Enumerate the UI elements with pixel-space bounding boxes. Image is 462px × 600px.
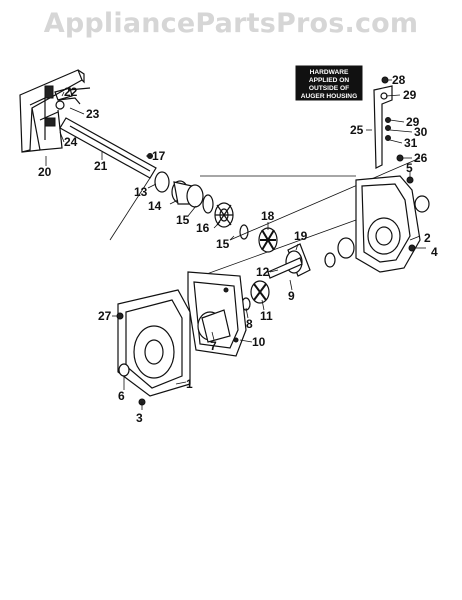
left-housing xyxy=(116,289,231,406)
note-line-2: APPLIED ON xyxy=(309,77,350,84)
support-rod xyxy=(147,76,404,169)
callout-19: 19 xyxy=(294,229,308,243)
note-line-3: OUTSIDE OF xyxy=(309,85,349,92)
callout-16: 16 xyxy=(196,221,210,235)
callout-17: 17 xyxy=(152,149,166,163)
callout-22: 22 xyxy=(64,85,78,99)
callout-3: 3 xyxy=(136,411,143,425)
shaft xyxy=(59,117,157,179)
watermark: AppliancePartsPros.com xyxy=(43,8,419,39)
leader-lines xyxy=(45,79,426,410)
callout-30: 30 xyxy=(414,125,428,139)
bearing-stack xyxy=(154,171,249,240)
callout-14: 14 xyxy=(148,199,162,213)
callout-9: 9 xyxy=(288,289,295,303)
callout-21: 21 xyxy=(94,159,108,173)
callout-labels: 1 2 3 4 5 6 7 8 9 10 11 12 13 14 15 15 1… xyxy=(38,73,438,425)
callout-10: 10 xyxy=(252,335,266,349)
callout-18: 18 xyxy=(261,209,275,223)
callout-13: 13 xyxy=(134,185,148,199)
callout-26: 26 xyxy=(414,151,428,165)
callout-28: 28 xyxy=(392,73,406,87)
callout-25: 25 xyxy=(350,123,364,137)
callout-23: 23 xyxy=(86,107,100,121)
callout-4: 4 xyxy=(431,245,438,259)
callout-1: 1 xyxy=(186,377,193,391)
callout-20: 20 xyxy=(38,165,52,179)
callout-29a: 29 xyxy=(403,88,417,102)
gear-train xyxy=(241,227,355,311)
callout-2: 2 xyxy=(424,231,431,245)
callout-15b: 15 xyxy=(216,237,230,251)
callout-29b: 29 xyxy=(406,115,420,129)
hardware-note: HARDWARE APPLIED ON OUTSIDE OF AUGER HOU… xyxy=(295,65,363,101)
frame-bracket xyxy=(19,69,91,153)
callout-15a: 15 xyxy=(176,213,190,227)
callout-11: 11 xyxy=(260,309,273,323)
callout-5: 5 xyxy=(406,161,413,175)
callout-8: 8 xyxy=(246,317,253,331)
callout-12: 12 xyxy=(256,265,270,279)
callout-27: 27 xyxy=(98,309,112,323)
note-line-1: HARDWARE xyxy=(310,69,349,76)
callout-6: 6 xyxy=(118,389,125,403)
right-housing xyxy=(355,175,430,273)
callout-31: 31 xyxy=(404,136,418,150)
note-line-4: AUGER HOUSING xyxy=(301,93,357,100)
callout-7: 7 xyxy=(210,339,217,353)
callout-24: 24 xyxy=(64,135,78,149)
